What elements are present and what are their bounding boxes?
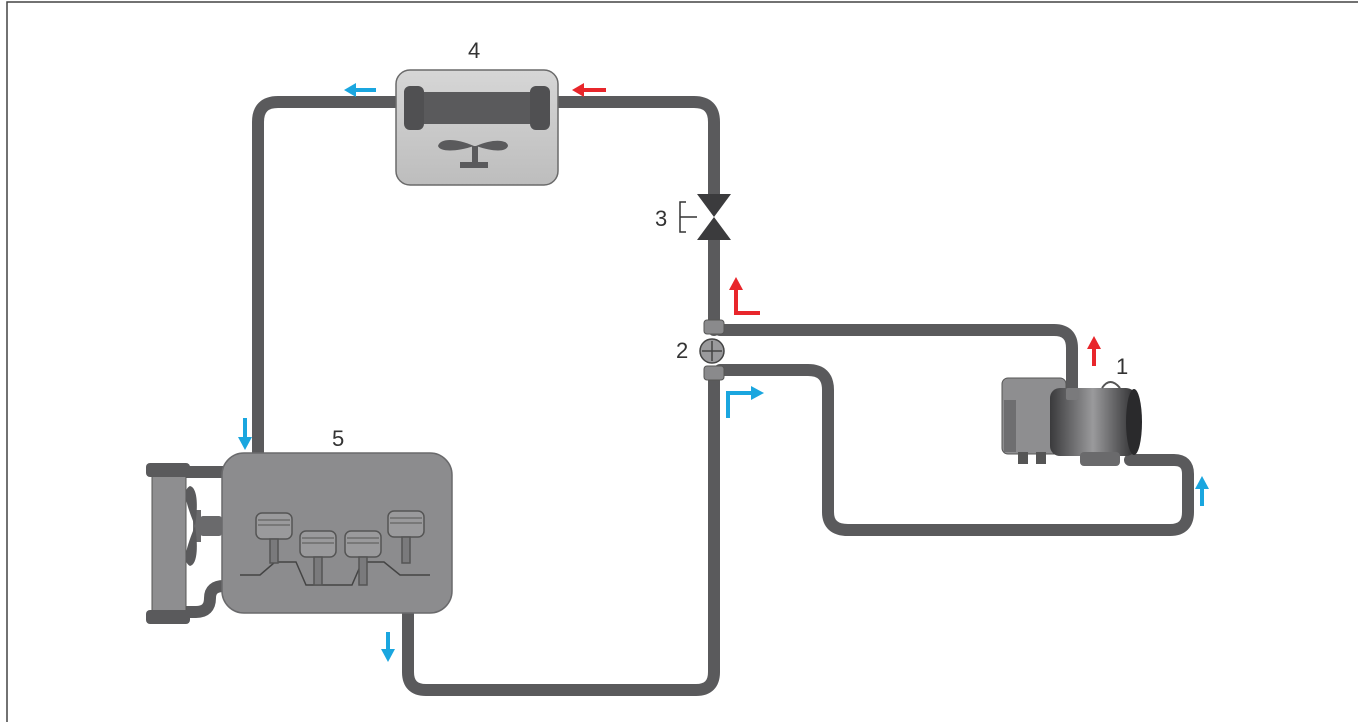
- hose-exchanger-to-valve: [534, 96, 720, 202]
- hot-arrow-heads: [572, 83, 1101, 349]
- heater-unit-icon: [1001, 377, 1142, 466]
- hose-junction-to-heater: [714, 364, 1194, 536]
- shutoff-valve-icon: [679, 194, 731, 240]
- fan-icon: [185, 486, 222, 566]
- heat-exchanger-icon: [395, 69, 559, 186]
- fan-icon: [438, 140, 508, 168]
- hose-heater-to-junction: [714, 324, 1078, 404]
- hose-junction-to-engine: [402, 366, 720, 696]
- engine-block-icon: [221, 452, 453, 614]
- label-heat-exchanger: 4: [468, 38, 480, 63]
- label-junction: 2: [676, 338, 688, 363]
- thermostat-junction-icon: [699, 319, 725, 381]
- hose-network: [178, 96, 1194, 696]
- label-valve: 3: [655, 206, 667, 231]
- hose-engine-to-exchanger: [252, 96, 416, 476]
- cold-arrow-junction: [726, 391, 756, 418]
- radiator-icon: [146, 463, 190, 624]
- hose-radiator-bottom: [178, 580, 230, 618]
- frame-border: [6, 1, 1358, 727]
- hot-arrow-junction: [734, 285, 760, 315]
- label-heater: 1: [1116, 354, 1128, 379]
- label-engine: 5: [332, 426, 344, 451]
- cold-arrow-heads: [238, 83, 1209, 662]
